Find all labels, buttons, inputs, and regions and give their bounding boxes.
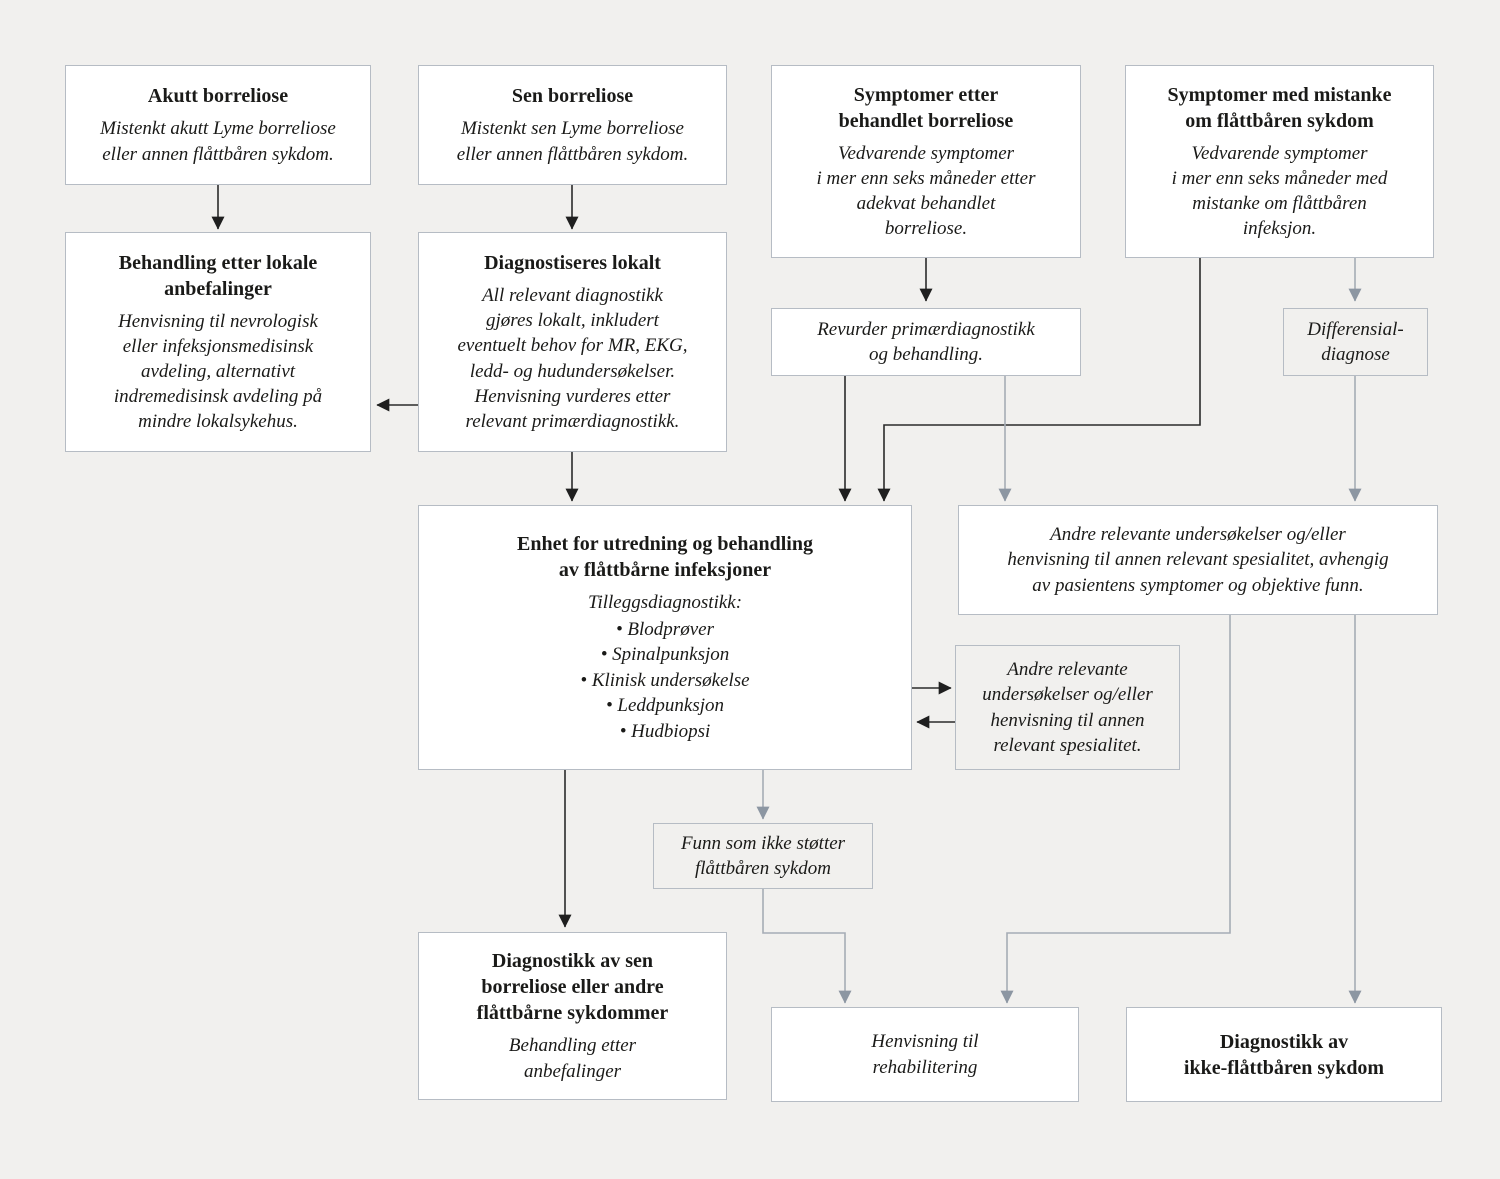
node-body: Henvisning til nevrologisk eller infeksj… [113, 310, 323, 433]
node-body: Henvisning til rehabilitering [871, 1031, 979, 1078]
node-title: Enhet for utredning og behandling av flå… [516, 532, 813, 581]
node-differensialdiagnose: Differensial- diagnose [1283, 308, 1428, 376]
node-body: Andre relevante undersøkelser og/eller h… [982, 659, 1153, 756]
node-title: Sen borreliose [511, 85, 634, 108]
node-behandling-lokale: Behandling etter lokale anbefalinger Hen… [65, 232, 371, 452]
bullet-item: Blodprøver [580, 617, 749, 642]
node-title: Diagnostikk av ikke-flåttbåren sykdom [1183, 1030, 1385, 1079]
node-andre-relevante-undersokelser-small: Andre relevante undersøkelser og/eller h… [955, 645, 1180, 770]
edge-andre-wide-to-rehabilitering [1000, 615, 1231, 1004]
node-enhet-utredning-behandling: Enhet for utredning og behandling av flå… [418, 505, 912, 770]
node-symptomer-med-mistanke: Symptomer med mistanke om flåttbåren syk… [1125, 65, 1434, 258]
node-subtitle: Tilleggsdiagnostikk: [587, 591, 743, 613]
node-title: Diagnostikk av sen borreliose eller andr… [476, 950, 669, 1025]
node-andre-relevante-undersokelser-wide: Andre relevante undersøkelser og/eller h… [958, 505, 1438, 615]
node-body: All relevant diagnostikk gjøres lokalt, … [457, 285, 688, 432]
node-body: Funn som ikke støtter flåttbåren sykdom [680, 832, 846, 879]
node-body: Mistenkt akutt Lyme borreliose eller ann… [100, 118, 336, 165]
edge-symptomer-mistanke-to-enhet [877, 258, 1201, 502]
node-body: Vedvarende symptomer i mer enn seks måne… [816, 142, 1036, 240]
bullet-item: Leddpunksjon [580, 693, 749, 718]
node-diagnostiseres-lokalt: Diagnostiseres lokalt All relevant diagn… [418, 232, 727, 452]
bullet-item: Klinisk undersøkelse [580, 668, 750, 693]
node-akutt-borreliose: Akutt borreliose Mistenkt akutt Lyme bor… [65, 65, 371, 185]
bullet-item: Hudbiopsi [580, 719, 749, 744]
node-title: Behandling etter lokale anbefalinger [118, 251, 318, 300]
diagnostics-bullet-list: Blodprøver Spinalpunksjon Klinisk unders… [580, 617, 750, 744]
node-title: Diagnostiseres lokalt [484, 252, 661, 275]
node-title: Symptomer etter behandlet borreliose [838, 83, 1014, 132]
node-body: Andre relevante undersøkelser og/eller h… [1007, 524, 1389, 596]
edge-funn-to-rehabilitering [762, 889, 852, 1004]
node-title: Symptomer med mistanke om flåttbåren syk… [1167, 83, 1392, 132]
node-henvisning-rehabilitering: Henvisning til rehabilitering [771, 1007, 1079, 1102]
node-diagnostikk-sen-borreliose: Diagnostikk av sen borreliose eller andr… [418, 932, 727, 1100]
node-title: Akutt borreliose [147, 85, 289, 108]
node-body: Behandling etter anbefalinger [508, 1035, 637, 1082]
bullet-item: Spinalpunksjon [580, 642, 749, 667]
node-sen-borreliose: Sen borreliose Mistenkt sen Lyme borreli… [418, 65, 727, 185]
node-body: Mistenkt sen Lyme borreliose eller annen… [456, 118, 689, 165]
node-body: Vedvarende symptomer i mer enn seks måne… [1171, 142, 1388, 240]
node-symptomer-etter-behandlet: Symptomer etter behandlet borreliose Ved… [771, 65, 1081, 258]
node-body: Differensial- diagnose [1307, 318, 1404, 365]
node-revurder-primaerdiagnostikk: Revurder primærdiagnostikk og behandling… [771, 308, 1081, 376]
node-body: Revurder primærdiagnostikk og behandling… [817, 318, 1035, 365]
node-funn-som-ikke-stotter: Funn som ikke støtter flåttbåren sykdom [653, 823, 873, 889]
node-diagnostikk-ikke-flattbaren: Diagnostikk av ikke-flåttbåren sykdom [1126, 1007, 1442, 1102]
